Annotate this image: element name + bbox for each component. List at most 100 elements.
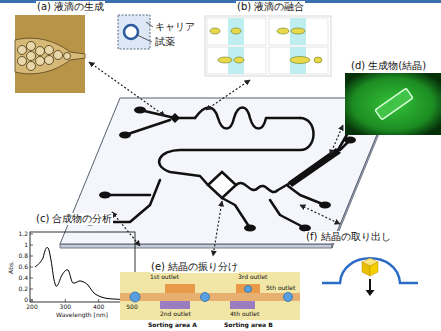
sorting-photo — [120, 272, 300, 320]
fusion-photo — [210, 28, 322, 64]
droplet-inset — [146, 22, 153, 27]
spectrum-chart — [32, 299, 33, 302]
chip-channel — [140, 110, 195, 118]
droplet-inset — [118, 15, 153, 49]
image-label: 5th outlet — [266, 285, 295, 292]
droplet-photo — [15, 15, 85, 93]
droplet-photo — [36, 57, 45, 66]
droplet-photo — [45, 56, 54, 65]
sorting-photo — [160, 301, 190, 309]
sorting-photo — [201, 293, 210, 302]
droplet-inset — [137, 35, 152, 42]
axis-label: 0.6 — [18, 264, 28, 271]
droplet-photo — [18, 57, 27, 66]
droplet-photo — [18, 42, 71, 71]
panel-heading: (e) 結晶の振り分け — [150, 261, 239, 273]
crystal-photo — [345, 73, 441, 135]
fusion-photo — [269, 47, 328, 74]
axis-label: 300 — [60, 304, 71, 311]
fusion-photo — [228, 18, 306, 74]
extraction-figure — [370, 262, 378, 276]
droplet-photo — [36, 47, 45, 56]
axis-label: 0.8 — [18, 253, 28, 260]
fusion-photo — [234, 57, 244, 63]
panel-title: (a) 液滴の生成 — [36, 1, 105, 13]
axis-label: 500 — [126, 304, 137, 311]
fusion-photo — [205, 16, 331, 76]
fusion-photo — [314, 57, 322, 63]
axis-label: 0 — [24, 297, 28, 304]
axis-label: 1 — [24, 242, 28, 249]
spectrum-chart — [30, 234, 132, 302]
fusion-photo — [291, 28, 305, 34]
axis-label: Wavelength [nm] — [56, 312, 108, 319]
image-label: 3rd outlet — [238, 274, 267, 281]
extraction-figure — [366, 290, 375, 296]
panel-title: (c) 合成物の分析 — [35, 213, 113, 225]
fusion-photo — [207, 18, 328, 74]
fusion-photo — [207, 47, 266, 74]
chip-reservoir — [319, 202, 331, 209]
fusion-photo — [207, 18, 266, 45]
fusion-photo — [269, 18, 328, 45]
crystal-photo — [375, 88, 413, 120]
chip-reservoir — [244, 225, 256, 232]
fusion-photo — [205, 16, 331, 76]
chip-reservoir — [344, 137, 356, 144]
droplet-inset — [118, 15, 150, 49]
sorting-photo — [130, 292, 140, 302]
axis-label: 200 — [26, 304, 37, 311]
leader-arrow — [206, 80, 250, 110]
chip-diamond — [208, 172, 236, 198]
panel-title: (b) 液滴の融合 — [236, 1, 305, 13]
spectrum-chart — [35, 247, 130, 299]
sorting-photo — [245, 286, 252, 293]
fusion-photo — [210, 28, 220, 34]
panel-title: (d) 生成物(結晶) — [350, 60, 427, 72]
droplet-photo — [15, 15, 85, 93]
axis-label: 0.2 — [18, 286, 28, 293]
callout-label: 試薬 — [155, 36, 175, 48]
spectrum-chart — [30, 232, 135, 302]
fusion-photo — [218, 57, 232, 63]
fusion-photo — [290, 57, 310, 64]
panel-title: (e) 結晶の振り分け — [150, 261, 239, 273]
sorting-photo — [284, 293, 293, 302]
fusion-photo — [231, 28, 241, 34]
panel-heading: (d) 生成物(結晶) — [350, 60, 427, 72]
chip-reservoir — [84, 107, 366, 232]
spectrum-chart — [30, 278, 33, 279]
droplet-photo — [15, 38, 85, 74]
image-label: Sorting area A — [148, 322, 197, 329]
chip-reservoir — [99, 192, 111, 199]
callout-label: キャリア — [155, 21, 195, 33]
sorting-photo — [230, 301, 255, 309]
spectrum-chart — [30, 234, 33, 235]
chip-channel — [90, 108, 360, 229]
chip-channel — [288, 186, 325, 205]
spectrum-chart — [30, 245, 33, 246]
spectrum-chart — [65, 299, 66, 302]
extraction-figure — [369, 279, 371, 291]
chip-channel — [195, 108, 300, 129]
chip-channel — [236, 183, 290, 192]
chip-reservoir — [170, 113, 180, 123]
panel-heading: (a) 液滴の生成 — [36, 1, 105, 13]
spectrum-chart — [30, 300, 33, 301]
sorting-photo — [120, 293, 300, 301]
spectrum-chart — [30, 289, 33, 290]
droplet-inset — [124, 25, 138, 39]
image-label: Sorting area B — [224, 322, 273, 329]
spectrum-chart — [98, 299, 99, 302]
extraction-figure — [362, 262, 370, 276]
droplet-photo — [27, 52, 36, 61]
chip-channel — [105, 194, 150, 197]
axis-label: Abs. — [8, 261, 15, 274]
chip-reservoir — [288, 148, 341, 187]
image-label: 2nd outlet — [160, 311, 191, 318]
droplet-photo — [27, 62, 36, 71]
sorting-photo — [165, 284, 195, 293]
image-label: 1st outlet — [150, 274, 179, 281]
leader-arrow — [213, 201, 222, 256]
